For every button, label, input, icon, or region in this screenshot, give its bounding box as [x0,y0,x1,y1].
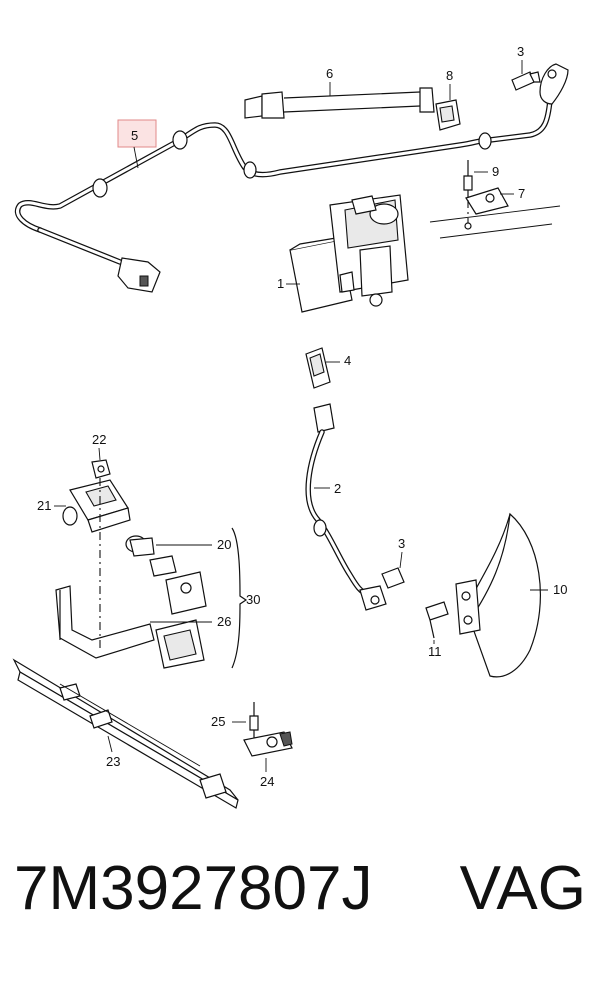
holder-26 [55,585,155,659]
cable-6 [244,82,435,119]
bolt-3-lower [381,567,405,589]
sensor-21 [62,479,131,533]
clip-20 [125,535,155,557]
label-30: 30 [246,592,260,607]
sensor-wire-2 [305,403,387,611]
footer: 7M3927807J VAG [0,858,600,968]
label-1: 1 [277,276,284,291]
label-3-lower: 3 [398,536,405,551]
compressor-unit-1 [289,194,409,313]
label-23: 23 [106,754,120,769]
label-3-top: 3 [517,44,524,59]
bolt-11 [425,601,449,639]
brand-name: VAG [459,854,586,923]
label-26: 26 [217,614,231,629]
pin-25 [249,702,259,740]
label-21: 21 [37,498,51,513]
clip-4 [305,347,331,389]
pin-9 [463,160,473,200]
label-4: 4 [344,353,351,368]
bracket-7 [429,187,561,239]
clip-small [149,555,177,577]
nut-22 [91,459,111,479]
label-5: 5 [131,128,138,143]
bolt-3-top [511,71,541,91]
wheel-liner-10 [455,512,541,678]
clip-24 [243,731,293,757]
parts-diagram: 5 6 8 3 9 7 [12,44,569,809]
label-24: 24 [260,774,274,789]
label-2: 2 [334,481,341,496]
label-8: 8 [446,68,453,83]
part-number: 7M3927807J [14,854,373,923]
bracket-30 [155,571,207,669]
wiring-harness-5 [14,63,569,293]
label-11: 11 [428,644,442,659]
rail-23 [12,658,239,809]
label-25: 25 [211,714,225,729]
label-22: 22 [92,432,106,447]
highlight-box-5 [117,119,157,148]
label-7: 7 [518,186,525,201]
label-20: 20 [217,537,231,552]
clip-8 [435,99,461,131]
label-9: 9 [492,164,499,179]
label-6: 6 [326,66,333,81]
label-10: 10 [553,582,567,597]
